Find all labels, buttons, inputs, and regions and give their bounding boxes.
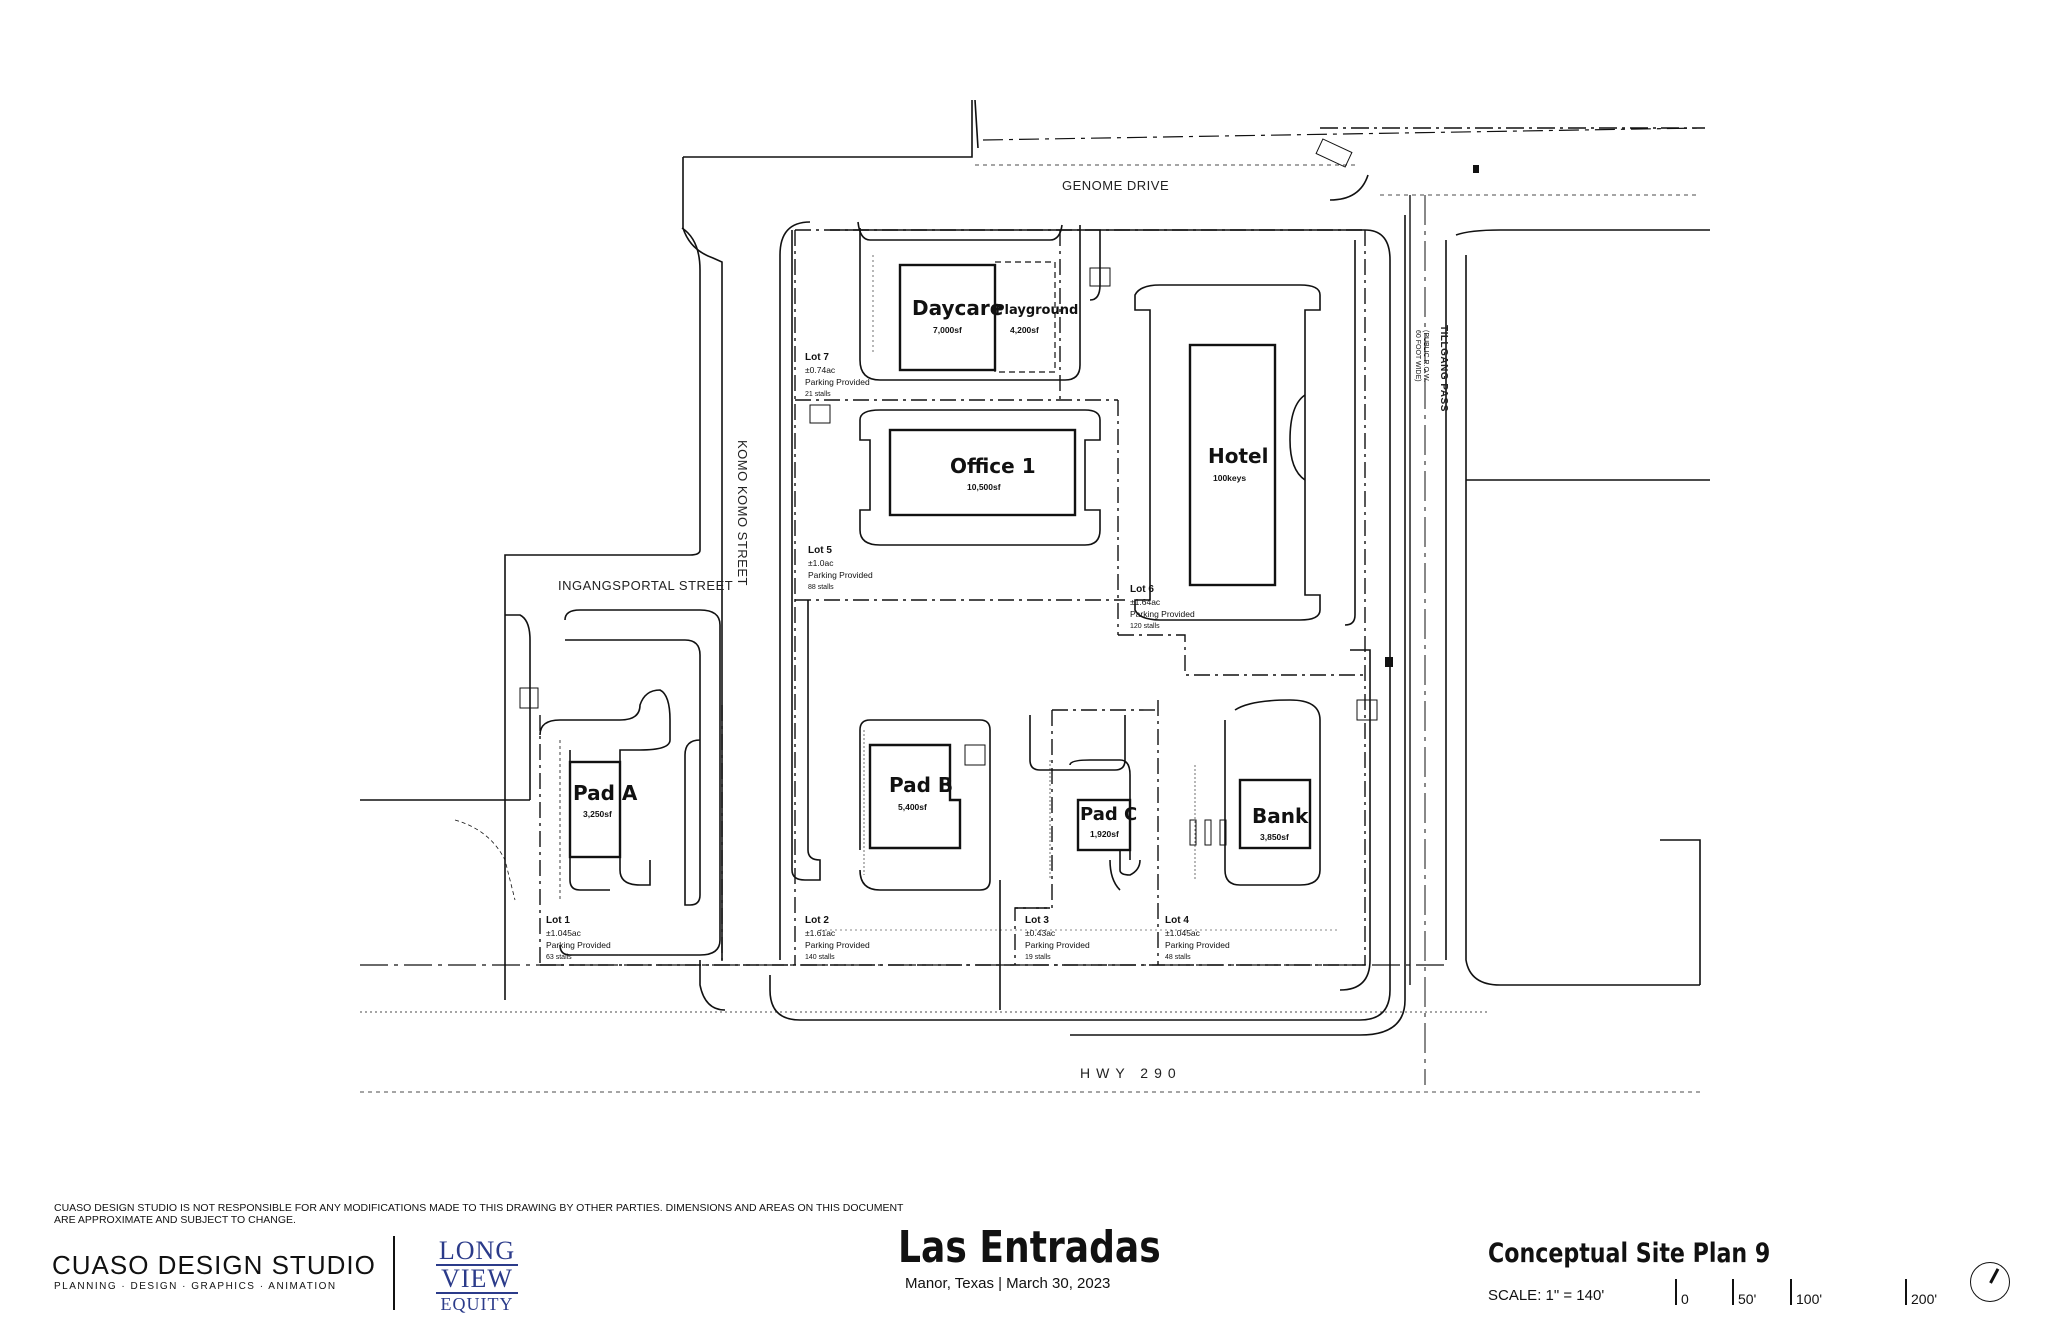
studio-name: CUASO DESIGN STUDIO	[52, 1250, 376, 1280]
svg-text:19 stalls: 19 stalls	[1025, 954, 1051, 961]
svg-text:Parking Provided: Parking Provided	[1130, 609, 1195, 619]
bank-area: 3,850sf	[1260, 832, 1289, 842]
svg-text:Parking Provided: Parking Provided	[805, 377, 870, 387]
svg-text:63 stalls: 63 stalls	[546, 954, 572, 961]
pad-a-area: 3,250sf	[583, 809, 612, 819]
lot7-label: Lot 7 ±0.74ac Parking Provided 21 stalls	[805, 352, 870, 398]
scale-mark-200: 200'	[1905, 1279, 1937, 1307]
playground-name: Playground	[995, 303, 1078, 318]
svg-text:±1.64ac: ±1.64ac	[1130, 597, 1161, 607]
lot3-label: Lot 3 ±0.43ac Parking Provided 19 stalls	[1025, 915, 1090, 961]
pad-a-footprint	[568, 760, 622, 859]
svg-text:Parking Provided: Parking Provided	[546, 940, 611, 950]
svg-text:Lot 4: Lot 4	[1165, 915, 1189, 926]
pad-b-area: 5,400sf	[898, 802, 927, 812]
disclaimer-text: CUASO DESIGN STUDIO IS NOT RESPONSIBLE F…	[54, 1202, 904, 1226]
logo-line-3: EQUITY	[440, 1294, 514, 1314]
daycare-name: Daycare	[912, 296, 1003, 320]
lot6-label: Lot 6 ±1.64ac Parking Provided 120 stall…	[1130, 584, 1195, 630]
project-subtitle: Manor, Texas | March 30, 2023	[905, 1275, 1111, 1292]
bank-footprint	[1238, 778, 1312, 850]
pad-a-name: Pad A	[573, 781, 638, 805]
svg-text:±1.045ac: ±1.045ac	[546, 928, 582, 938]
hotel-area: 100keys	[1213, 473, 1246, 483]
svg-text:Parking Provided: Parking Provided	[805, 940, 870, 950]
svg-text:Parking Provided: Parking Provided	[1025, 940, 1090, 950]
pad-c-area: 1,920sf	[1090, 829, 1119, 839]
svg-text:Parking Provided: Parking Provided	[808, 570, 873, 580]
svg-text:Lot 3: Lot 3	[1025, 915, 1049, 926]
project-title: Las Entradas	[898, 1222, 1161, 1273]
plan-title: Conceptual Site Plan 9	[1488, 1238, 1771, 1269]
bank-name: Bank	[1252, 804, 1309, 828]
title-block-divider	[393, 1236, 395, 1310]
pad-c-name: Pad C	[1080, 804, 1137, 825]
svg-text:Lot 1: Lot 1	[546, 915, 570, 926]
svg-text:±0.43ac: ±0.43ac	[1025, 928, 1056, 938]
lot2-label: Lot 2 ±1.61ac Parking Provided 140 stall…	[805, 915, 870, 961]
scale-text: SCALE: 1" = 140'	[1488, 1287, 1605, 1304]
pad-b-footprint	[868, 743, 962, 850]
daycare-footprint	[898, 263, 997, 372]
tillgang-note-2: 60 FOOT WIDE)	[1414, 330, 1421, 382]
scale-mark-0: 0	[1675, 1279, 1689, 1307]
office1-area: 10,500sf	[967, 482, 1001, 492]
office1-footprint	[888, 428, 1077, 517]
lot5-label: Lot 5 ±1.0ac Parking Provided 88 stalls	[808, 545, 873, 591]
pad-c-footprint	[1076, 798, 1132, 852]
svg-text:88 stalls: 88 stalls	[808, 584, 834, 591]
svg-text:48 stalls: 48 stalls	[1165, 954, 1191, 961]
komo-komo-street-label: KOMO KOMO STREET	[735, 440, 750, 586]
playground-area-label: 4,200sf	[1010, 325, 1039, 335]
genome-drive-label: GENOME DRIVE	[1062, 178, 1169, 193]
north-arrow-icon	[1970, 1262, 2010, 1302]
lot1-label: Lot 1 ±1.045ac Parking Provided 63 stall…	[546, 915, 611, 961]
svg-text:±1.0ac: ±1.0ac	[808, 558, 834, 568]
tillgang-pass-label: TILLGANG PASS	[1438, 325, 1449, 412]
hwy-290-label: HWY 290	[1080, 1065, 1182, 1081]
svg-text:±0.74ac: ±0.74ac	[805, 365, 836, 375]
logo-line-2: VIEW	[436, 1264, 518, 1294]
svg-text:21 stalls: 21 stalls	[805, 391, 831, 398]
svg-text:Parking Provided: Parking Provided	[1165, 940, 1230, 950]
office1-name: Office 1	[950, 454, 1036, 478]
studio-tagline: PLANNING · DESIGN · GRAPHICS · ANIMATION	[54, 1281, 337, 1292]
logo-line-1: LONG	[438, 1236, 516, 1265]
ingangsportal-street-label: INGANGSPORTAL STREET	[558, 578, 733, 593]
svg-text:±1.045ac: ±1.045ac	[1165, 928, 1201, 938]
daycare-area: 7,000sf	[933, 325, 962, 335]
scale-mark-100: 100'	[1790, 1279, 1822, 1307]
hotel-footprint	[1188, 343, 1277, 587]
svg-text:140 stalls: 140 stalls	[805, 954, 835, 961]
svg-text:Lot 7: Lot 7	[805, 352, 829, 363]
svg-text:±1.61ac: ±1.61ac	[805, 928, 836, 938]
long-view-equity-logo: LONG VIEW EQUITY	[436, 1238, 518, 1314]
playground-area	[994, 261, 1056, 373]
hotel-name: Hotel	[1208, 444, 1268, 468]
lot4-label: Lot 4 ±1.045ac Parking Provided 48 stall…	[1165, 915, 1230, 961]
svg-text:Lot 2: Lot 2	[805, 915, 829, 926]
svg-text:120 stalls: 120 stalls	[1130, 623, 1160, 630]
pad-b-name: Pad B	[889, 773, 953, 797]
svg-text:Lot 5: Lot 5	[808, 545, 832, 556]
tillgang-note-1: (PUBLIC R.O.W.	[1422, 330, 1429, 382]
svg-text:Lot 6: Lot 6	[1130, 584, 1154, 595]
scale-mark-50: 50'	[1732, 1279, 1756, 1307]
